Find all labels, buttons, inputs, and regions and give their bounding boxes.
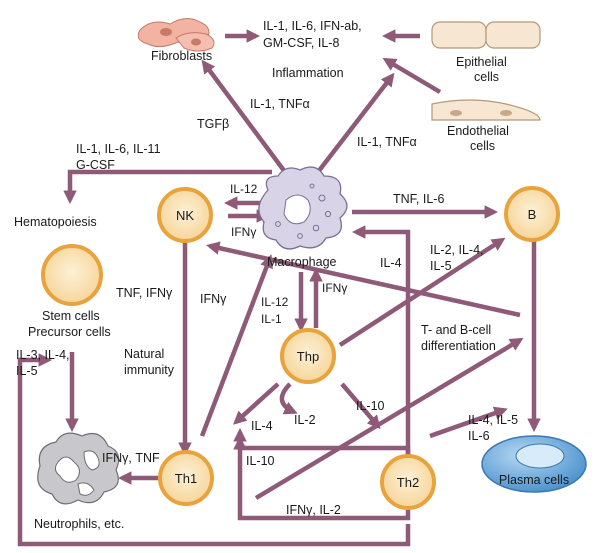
cytokine-ifng-tnf-th1: IFNγ, TNF — [102, 451, 160, 465]
th1-cell — [158, 450, 214, 506]
cytokine-il12-il1-line2: IL-1 — [261, 312, 282, 326]
neutrophils-label: Neutrophils, etc. — [34, 517, 124, 531]
endothelial-label-line2: cells — [470, 139, 495, 153]
cytokine-il4-il5-il6-line1: IL-4, IL-5 — [468, 413, 518, 427]
arrow-th1-to-b-area — [254, 337, 524, 500]
arrow-macrophage-to-endothelial — [316, 72, 395, 174]
endothelial-cell — [431, 99, 541, 121]
inflammation-label: Inflammation — [272, 66, 344, 80]
cytokine-ifng-th1-mac: IFNγ — [200, 292, 227, 306]
stem-label-line2: Precursor cells — [28, 325, 111, 339]
plasma-cell — [481, 435, 587, 493]
arrow-th2-bottom-to-th1 — [233, 435, 411, 521]
natural-immunity-label-line1: Natural — [124, 347, 164, 361]
cytokine-hematopoiesis-line2: G-CSF — [76, 158, 115, 172]
epithelial-label-line1: Epithelial — [456, 55, 507, 69]
cytokine-il2-il4-il5-line1: IL-2, IL-4, — [430, 243, 484, 257]
endothelial-label-line1: Endothelial — [447, 124, 509, 138]
thp-label: Thp — [297, 349, 319, 364]
cytokine-il2-thp: IL-2 — [294, 413, 316, 427]
arrow-thp-to-th1 — [232, 382, 280, 425]
macrophage-cell — [258, 166, 348, 250]
cytokine-hematopoiesis-line1: IL-1, IL-6, IL-11 — [76, 142, 161, 156]
cytokine-tgfb: TGFβ — [197, 117, 229, 131]
cytokine-il10-th1: IL-10 — [246, 454, 275, 468]
stem-cell — [41, 244, 103, 306]
cytokine-il2-il4-il5-line2: IL-5 — [430, 259, 452, 273]
stem-label-line1: Stem cells — [42, 309, 100, 323]
arrow-endothelial-to-cytokines — [382, 57, 442, 94]
cytokine-tnf-il6: TNF, IL-6 — [393, 192, 444, 206]
arrow-macrophage-to-fibroblasts — [201, 59, 287, 174]
cytokine-il3-line1: IL-3, IL-4, — [16, 348, 70, 362]
neutrophil-cell — [37, 432, 120, 505]
cytokine-il4-b: IL-4 — [380, 256, 402, 270]
natural-immunity-label-line2: immunity — [124, 363, 175, 377]
th2-cell — [380, 454, 436, 510]
th1-label: Th1 — [175, 471, 197, 486]
differentiation-label-line2: differentiation — [421, 339, 496, 353]
cytokine-tnf-ifng: TNF, IFNγ — [116, 286, 173, 300]
cytokine-il10-th2: IL-10 — [356, 399, 385, 413]
fibroblasts-label: Fibroblasts — [151, 49, 212, 63]
th2-label: Th2 — [397, 475, 419, 490]
cytokine-ifng-nk: IFNγ — [231, 225, 256, 239]
arrow-th1-to-macrophage — [199, 254, 273, 437]
b-label: B — [528, 207, 537, 222]
arrow-thp-to-th2 — [340, 382, 381, 430]
cytokine-il12-top: IL-12 — [230, 182, 258, 196]
thp-cell — [280, 328, 336, 384]
cytokine-il4-thp-th1: IL-4 — [251, 419, 273, 433]
cytokine-ifng-il2: IFNγ, IL-2 — [286, 503, 341, 517]
cytokines-top-line1: IL-1, IL-6, IFN-ab, — [263, 19, 362, 33]
arrow-th2-to-th1 — [233, 427, 411, 455]
nk-label: NK — [176, 208, 194, 223]
nk-cell — [157, 187, 213, 243]
arrow-th2-to-macrophage — [351, 225, 411, 455]
differentiation-label-line1: T- and B-cell — [421, 323, 491, 337]
arrow-macrophage-to-hematopoiesis — [63, 169, 272, 205]
cytokine-ifng-mac-thp: IFNγ — [322, 281, 347, 295]
arrows — [17, 29, 541, 547]
arrow-th2-to-neutrophils — [17, 353, 411, 547]
cytokine-il1-tnfa-left: IL-1, TNFα — [250, 97, 310, 111]
cytokine-il4-il5-il6-line2: IL-6 — [468, 429, 490, 443]
arrow-thp-il2-loop — [279, 382, 298, 415]
cytokine-il3-line2: IL-5 — [16, 364, 38, 378]
hematopoiesis-label: Hematopoiesis — [14, 215, 97, 229]
b-cell — [504, 186, 560, 242]
cytokines-top-line2: GM-CSF, IL-8 — [263, 36, 339, 50]
arrow-th2-to-plasma — [429, 406, 508, 439]
cytokine-il12-il1-line1: IL-12 — [261, 295, 289, 309]
cytokine-il1-tnfa-right: IL-1, TNFα — [357, 135, 417, 149]
epithelial-label-line2: cells — [474, 70, 499, 84]
fibroblasts-cell — [137, 18, 215, 52]
epithelial-cell — [431, 21, 541, 49]
plasma-label: Plasma cells — [499, 473, 569, 487]
macrophage-label: Macrophage — [267, 255, 337, 269]
